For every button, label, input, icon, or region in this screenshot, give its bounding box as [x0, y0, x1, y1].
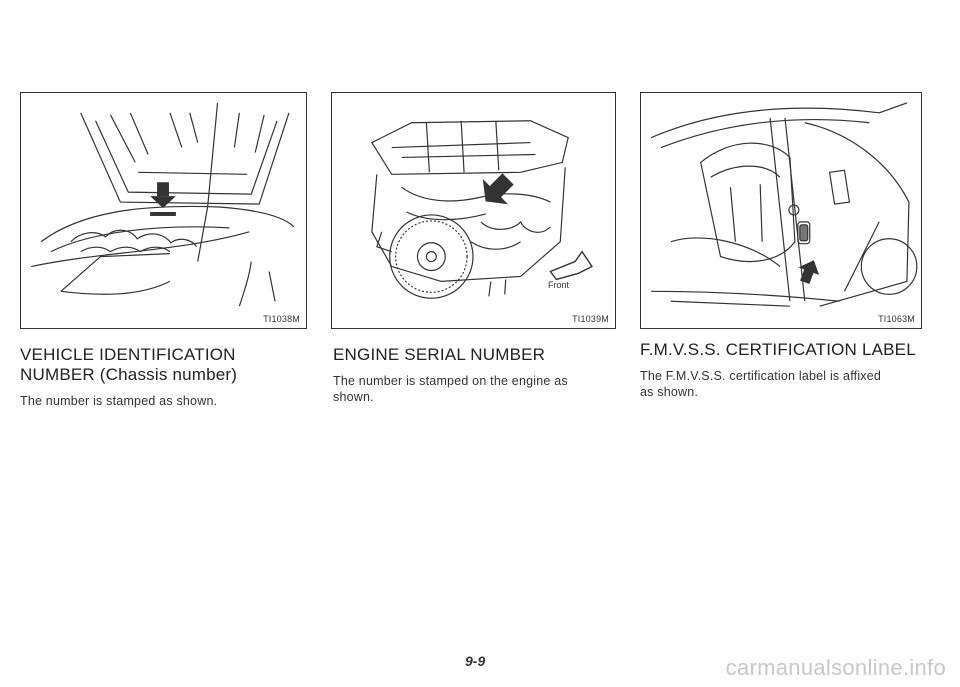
- section-body: The number is stamped on the engine as s…: [333, 374, 568, 404]
- engine-serial-illustration: Front TI1039M: [331, 92, 616, 329]
- page-number: 9-9: [465, 653, 486, 669]
- vin-section: VEHICLE IDENTIFICATION NUMBER (Chassis n…: [20, 345, 310, 409]
- certification-label-illustration: TI1063M: [640, 92, 922, 329]
- watermark-text: carmanualsonline.info: [725, 655, 946, 680]
- section-heading: VEHICLE IDENTIFICATION NUMBER (Chassis n…: [20, 345, 238, 384]
- section-heading: ENGINE SERIAL NUMBER: [333, 345, 546, 364]
- section-body: The number is stamped as shown.: [20, 394, 218, 408]
- figure-code: TI1039M: [572, 314, 609, 324]
- engine-drawing: [371, 120, 594, 299]
- vin-location-illustration: TI1038M: [20, 92, 307, 329]
- section-heading: F.M.V.S.S. CERTIFICATION LABEL: [640, 340, 916, 359]
- engine-serial-section: ENGINE SERIAL NUMBER The number is stamp…: [333, 345, 623, 405]
- section-body: The F.M.V.S.S. certification label is af…: [640, 369, 882, 399]
- figure-code: TI1063M: [878, 314, 915, 324]
- front-direction-label: Front: [548, 280, 570, 290]
- car-door-drawing: [650, 102, 918, 307]
- certification-label-section: F.M.V.S.S. CERTIFICATION LABEL The F.M.V…: [640, 340, 940, 400]
- car-hood-open-drawing: [31, 102, 295, 307]
- figure-code: TI1038M: [263, 314, 300, 324]
